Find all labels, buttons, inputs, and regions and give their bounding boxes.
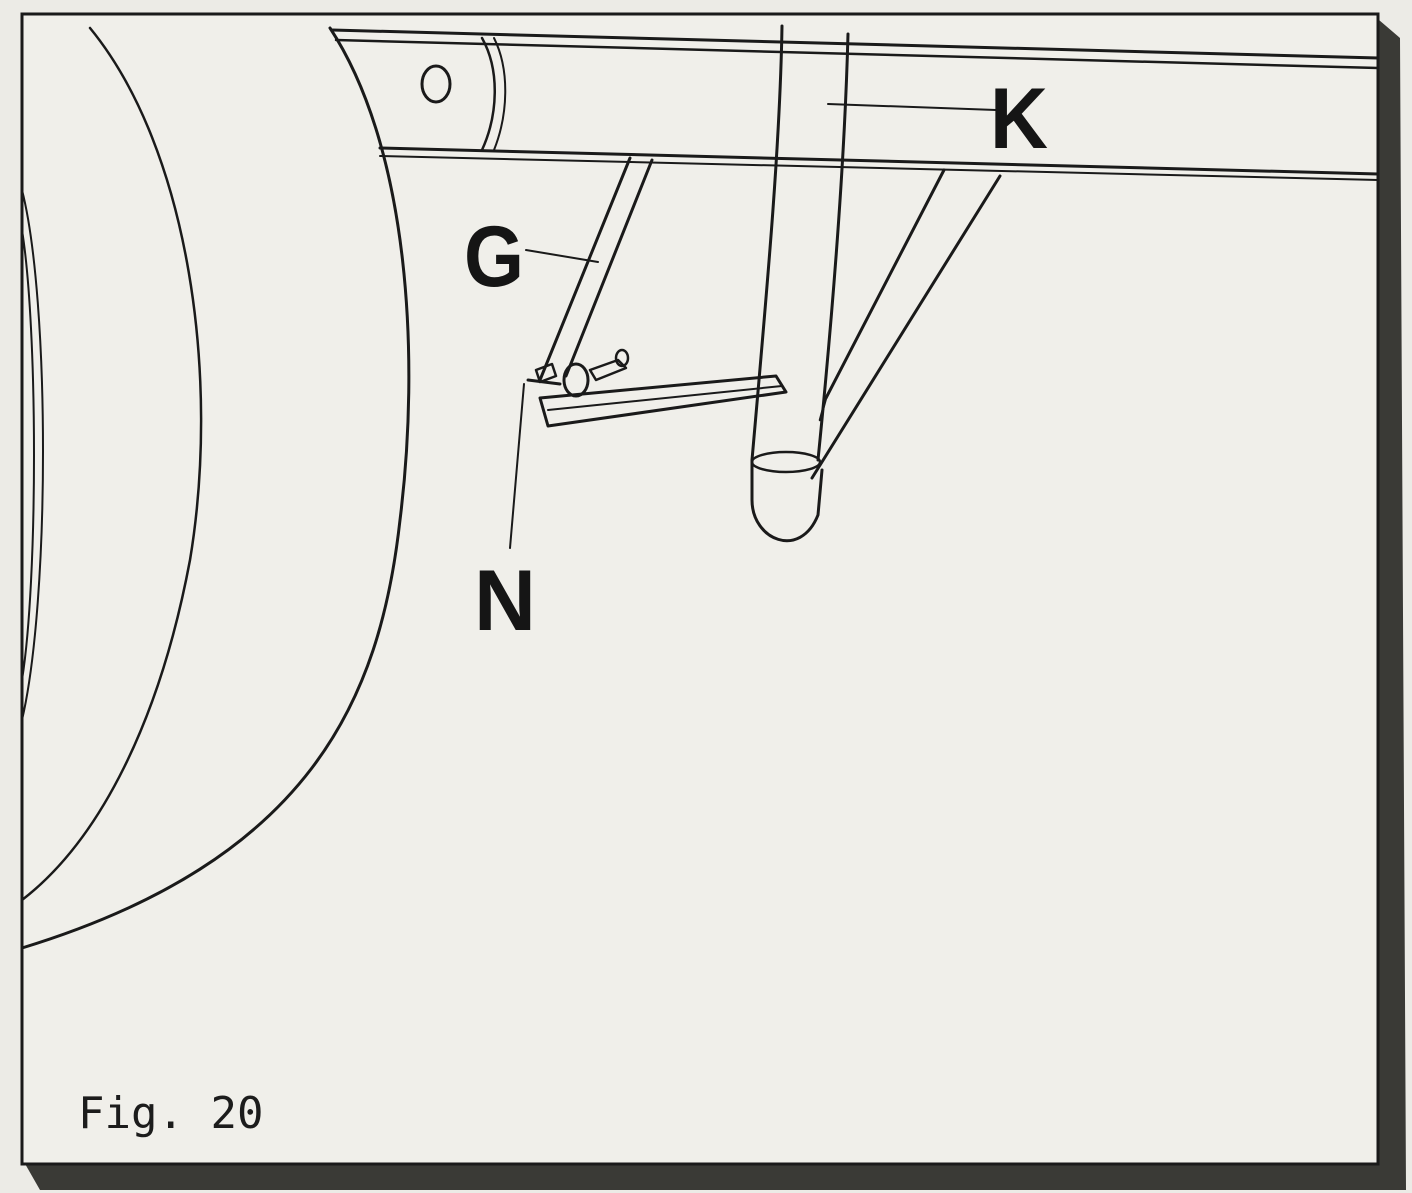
leader-k	[827, 103, 997, 111]
wheel-tire	[20, 26, 411, 950]
figure-caption: Fig. 20	[78, 1088, 263, 1139]
leader-n	[509, 383, 525, 549]
clamp-bolt-n	[526, 348, 630, 398]
label-n: N	[474, 553, 536, 649]
diagonal-brace	[810, 168, 1002, 480]
label-k: K	[990, 71, 1048, 167]
bolt-hole	[420, 64, 452, 104]
frame-rail	[330, 28, 1380, 181]
label-g: G	[464, 209, 524, 305]
figure-panel	[20, 12, 1380, 1166]
support-strut-g	[538, 156, 654, 382]
mounting-bracket	[538, 374, 788, 428]
vertical-tube	[750, 24, 850, 543]
leader-g	[525, 249, 599, 263]
